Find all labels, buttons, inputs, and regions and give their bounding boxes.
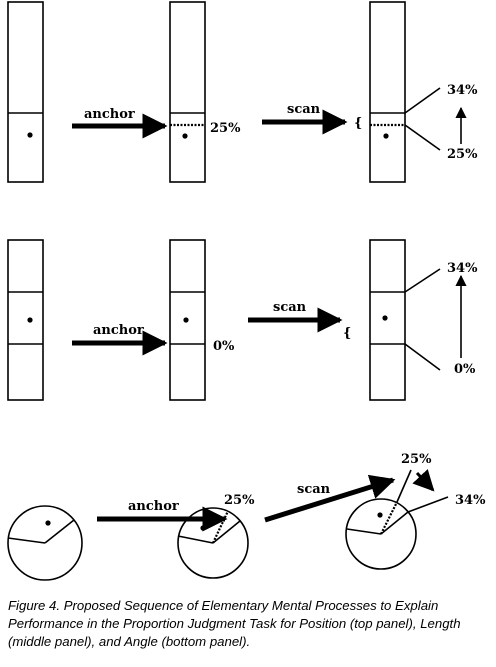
length-scan-label: scan <box>273 300 307 315</box>
position-scan-brace: { <box>354 116 362 131</box>
position-panel: anchor 25% scan { 34% 25% <box>7 1 478 183</box>
length-dot <box>382 315 388 321</box>
figure-diagram: anchor 25% scan { 34% 25% <box>7 1 486 581</box>
position-scan-arrow: scan <box>262 102 348 135</box>
length-scan-arrow: scan <box>248 300 343 333</box>
position-scan-start-value: 25% <box>447 147 478 162</box>
length-scan-brace: { <box>343 326 351 341</box>
length-dot <box>183 317 189 323</box>
length-scan-start-value: 0% <box>454 362 476 377</box>
length-anchor-value: 0% <box>213 339 235 354</box>
position-dot <box>383 133 389 139</box>
angle-circle-initial <box>7 505 83 581</box>
angle-panel: anchor 25% scan 25% 34% <box>7 452 486 581</box>
length-dot <box>27 317 33 323</box>
angle-scan-start-value: 25% <box>401 452 432 467</box>
position-scan-label: scan <box>287 102 321 117</box>
length-bar-anchored: 0% <box>169 239 235 401</box>
angle-circle-anchored: 25% <box>177 493 255 579</box>
length-anchor-label: anchor <box>93 323 144 338</box>
length-bar-scanned: { 34% 0% <box>343 239 478 401</box>
angle-scan-end-value: 34% <box>455 493 486 508</box>
position-scan-end-value: 34% <box>447 83 478 98</box>
angle-circle-scanned: 25% 34% <box>345 452 486 570</box>
position-bar-scanned: { 34% 25% <box>354 1 478 183</box>
length-bar-initial <box>7 239 44 401</box>
angle-scan-label: scan <box>297 482 331 497</box>
position-dot <box>182 133 188 139</box>
length-scan-end-value: 34% <box>447 261 478 276</box>
position-dot <box>27 132 33 138</box>
angle-dot <box>377 512 383 518</box>
position-bar-anchored: 25% <box>169 1 241 183</box>
position-anchor-value: 25% <box>210 121 241 136</box>
position-anchor-label: anchor <box>84 107 135 122</box>
position-bar-initial <box>7 1 44 183</box>
angle-anchor-arrow: anchor <box>97 499 228 532</box>
angle-dot <box>200 525 206 531</box>
angle-scan-arrow: scan <box>264 474 396 523</box>
position-anchor-arrow: anchor <box>72 107 168 139</box>
length-panel: anchor 0% scan { 34% 0% <box>7 239 478 401</box>
length-anchor-arrow: anchor <box>72 323 168 356</box>
angle-dot <box>45 520 51 526</box>
figure-caption: Figure 4. Proposed Sequence of Elementar… <box>8 598 461 649</box>
angle-anchor-label: anchor <box>128 499 179 514</box>
angle-anchor-value: 25% <box>224 493 255 508</box>
